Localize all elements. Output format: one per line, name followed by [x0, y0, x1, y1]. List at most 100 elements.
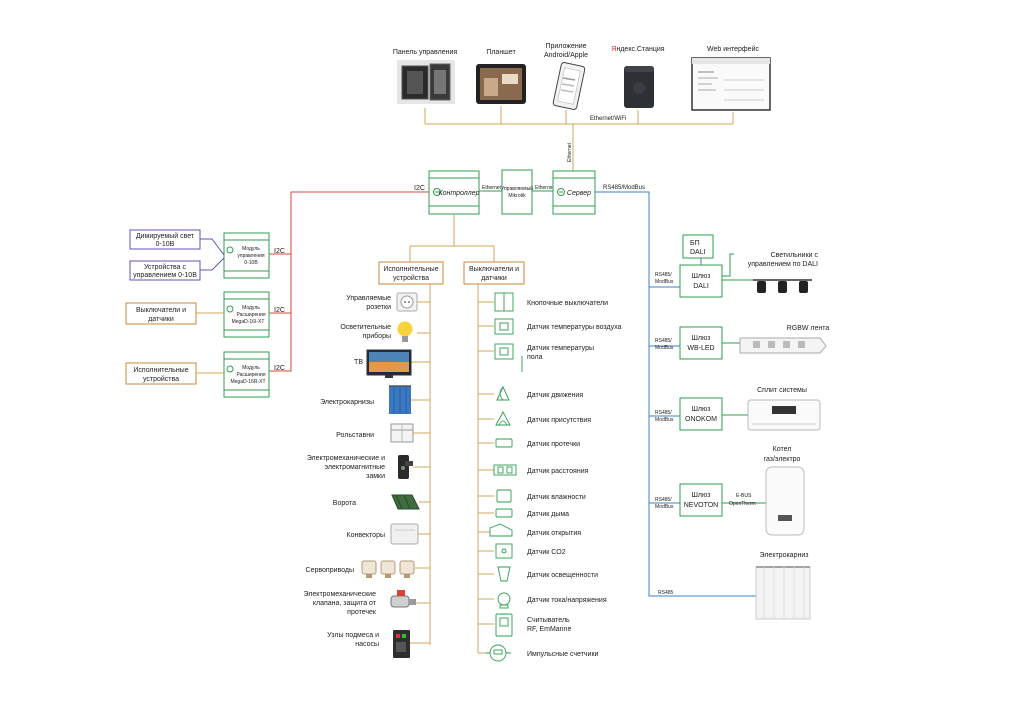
gateway-onokom[interactable]: Шлюз ONOKOM — [679, 397, 723, 431]
web-interface-image — [691, 57, 771, 111]
switches-sensors-box[interactable]: Выключатели и датчики — [125, 302, 197, 325]
curtain-label: Электрокарниз — [760, 552, 809, 559]
server-device[interactable]: Сервер — [552, 170, 596, 215]
svg-text:ONOKOM: ONOKOM — [685, 416, 717, 423]
server-label: Сервер — [567, 190, 591, 197]
actuator-lights-label-2: приборы — [363, 332, 391, 340]
i2c-main-label: I2C — [414, 185, 425, 192]
svg-text:RS485/: RS485/ — [655, 497, 672, 503]
i2c-bus-2: I2C — [274, 307, 285, 314]
i2c-bus-3: I2C — [274, 365, 285, 372]
actuator-pumps-label-2: насосы — [355, 641, 379, 648]
actuator-curtains-label: Электрокарнизы — [320, 399, 374, 406]
dali-spotlights-image — [753, 279, 812, 293]
actuator-convectors-label: Конвекторы — [347, 532, 385, 539]
sensor-rf-label-1: Считыватель — [527, 617, 570, 624]
actuator-tv-label: ТВ — [354, 359, 363, 366]
actuator-gates-label: Ворота — [333, 500, 356, 507]
controller-device[interactable]: Контроллер — [428, 170, 480, 215]
co2-sensor-icon — [495, 543, 513, 559]
sensor-air-temp-label: Датчик температуры воздуха — [527, 324, 621, 331]
controller-label: Контроллер — [439, 190, 480, 197]
rs485-last-label: RS485 — [658, 590, 674, 596]
dali-power-supply[interactable]: БП DALI — [682, 234, 714, 259]
svg-text:RS485/: RS485/ — [655, 272, 672, 278]
sensor-presence-label: Датчик присутствия — [527, 417, 591, 424]
actuator-servos-label: Сервоприводы — [306, 567, 354, 574]
leak-sensor-icon — [495, 438, 513, 448]
rgbw-label: RGBW лента — [787, 325, 830, 332]
air-temp-sensor-icon — [494, 318, 514, 335]
opentherm-label: OpenTherm — [729, 501, 756, 507]
svg-text:Расширения: Расширения — [236, 312, 265, 318]
module-megad-16i[interactable]: Модуль Расширения MegaD-16I-XT — [223, 291, 270, 338]
gateway-wb-led[interactable]: Шлюз WB-LED — [679, 326, 723, 360]
core-group: Контроллер Ethernet Управляемый Mikrotik… — [428, 169, 645, 215]
lock-image — [398, 455, 413, 479]
svg-text:датчики: датчики — [148, 316, 174, 323]
module-megad-16r[interactable]: Модуль Расширения MegaD-16R-XT — [223, 351, 270, 398]
gateways-group: RS485/ ModBus RS485/ ModBus RS485/ ModBu… — [595, 191, 830, 620]
pulse-meter-icon — [486, 644, 511, 662]
actuator-pumps-label-1: Узлы подмеса и — [327, 632, 379, 639]
client-yandex-label: Яндекс.Станция — [611, 46, 664, 53]
actuator-locks-label-3: замки — [366, 473, 385, 480]
svg-text:устройства: устройства — [393, 274, 429, 282]
sensor-pulse-label: Импульсные счетчики — [527, 651, 599, 658]
floor-temp-sensor-icon — [494, 343, 523, 372]
module-0-10v[interactable]: Модуль управления 0-10В — [223, 232, 270, 279]
tree-headers: Исполнительные устройства Выключатели и … — [378, 214, 525, 653]
sensor-humidity-label: Датчик влажности — [527, 494, 586, 501]
dali-lights-label-2: управлением по DALI — [748, 261, 818, 268]
devices-0-10v-box[interactable]: Устройства с управлением 0-10В — [129, 260, 201, 281]
client-web-label: Web интерфейс — [707, 45, 759, 53]
electric-curtain-image — [755, 566, 811, 620]
svg-text:Выключатели и: Выключатели и — [136, 307, 186, 314]
actuator-tree: Управляемые розетки Осветительные прибор… — [304, 292, 430, 658]
svg-text:DALI: DALI — [693, 283, 709, 290]
sensor-distance-label: Датчик расстояния — [527, 468, 589, 475]
svg-text:Шлюз: Шлюз — [692, 492, 711, 499]
svg-text:Устройства с: Устройства с — [144, 263, 187, 271]
actuators-box[interactable]: Исполнительные устройства — [125, 362, 197, 385]
push-switch-icon — [494, 292, 514, 312]
ethernet-wifi-label: Ethernet/WiFi — [590, 116, 626, 122]
svg-text:MegaD-16I-XT: MegaD-16I-XT — [232, 319, 265, 325]
boiler-image — [765, 466, 805, 536]
distance-sensor-icon — [493, 464, 517, 476]
svg-text:ModBus: ModBus — [655, 504, 674, 510]
control-panel-image — [397, 60, 455, 104]
actuator-valves-label-3: протечек — [347, 609, 377, 616]
sensors-header[interactable]: Выключатели и датчики — [463, 261, 525, 285]
mikrotik-switch[interactable]: Управляемый Mikrotik — [501, 169, 533, 215]
boiler-label-1: Котел — [773, 446, 792, 453]
motion-sensor-icon — [496, 385, 510, 401]
sensor-floor-temp-label-1: Датчик температуры — [527, 345, 594, 352]
current-sensor-icon — [497, 592, 511, 609]
client-tablet-label: Планшет — [486, 49, 516, 56]
tv-image — [366, 349, 412, 378]
smoke-sensor-icon — [495, 508, 513, 518]
gateway-nevoton[interactable]: Шлюз NEVOTON — [679, 483, 723, 517]
valve-image — [390, 590, 416, 608]
svg-text:управления: управления — [237, 253, 265, 259]
svg-text:Модуль: Модуль — [242, 365, 260, 371]
actuators-header[interactable]: Исполнительные устройства — [378, 261, 444, 285]
gate-image — [391, 494, 420, 510]
svg-text:управлением 0-10В: управлением 0-10В — [133, 272, 197, 279]
yandex-station-image — [624, 66, 654, 108]
svg-text:NEVOTON: NEVOTON — [684, 502, 719, 509]
sensor-door-label: Датчик открытия — [527, 530, 581, 537]
client-app-label-1: Приложение — [545, 43, 586, 50]
actuator-valves-label-1: Электромеханические — [304, 591, 377, 598]
client-app-label-2: Android/Apple — [544, 52, 588, 59]
gateway-dali[interactable]: Шлюз DALI — [679, 264, 723, 298]
sensor-floor-temp-label-2: пола — [527, 354, 543, 361]
svg-text:Модуль: Модуль — [242, 246, 260, 252]
actuator-shutters-label: Рольставни — [336, 432, 374, 439]
svg-text:устройства: устройства — [143, 375, 179, 383]
svg-text:0-10В: 0-10В — [156, 241, 175, 248]
ethernet-left-label: Ethernet — [482, 185, 502, 191]
dimmable-light-box[interactable]: Димируемый свет 0-10В — [129, 229, 201, 250]
